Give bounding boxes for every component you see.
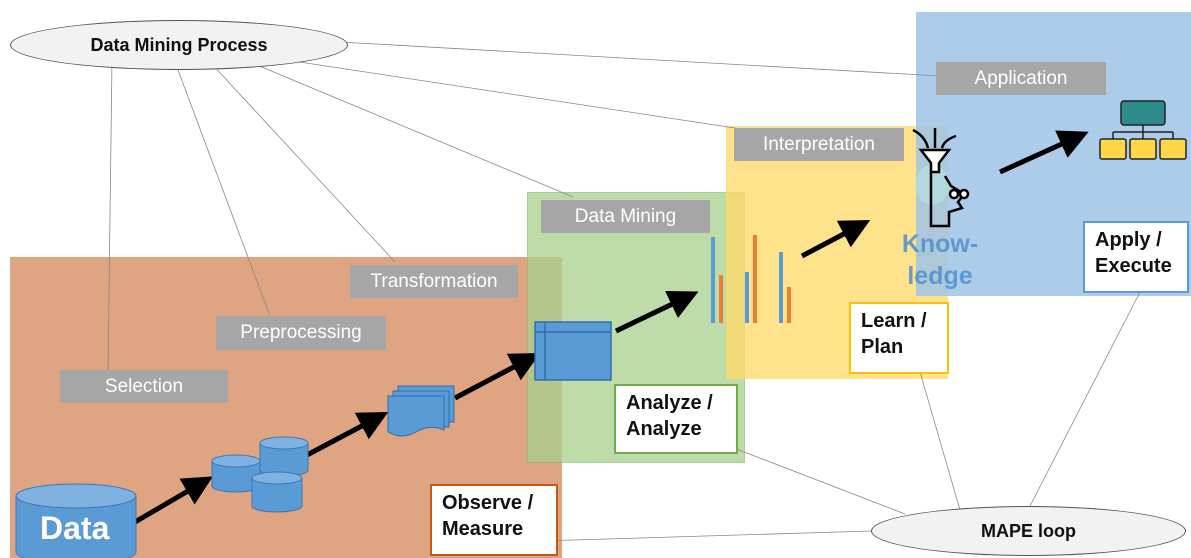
selected-data-cylinders-icon — [211, 436, 309, 513]
arrow-knowledge-to-application — [998, 130, 1089, 175]
data-cylinder-icon — [15, 483, 137, 558]
mape-learn-line1: Learn / — [861, 310, 927, 332]
line-process-transformation — [209, 61, 396, 263]
arrow-patterns-to-knowledge — [800, 220, 871, 259]
mape-analyze-box: Analyze / Analyze — [614, 384, 738, 454]
line-process-selection — [107, 59, 113, 374]
line-process-preprocessing — [174, 61, 271, 317]
arrow-data-to-selection — [133, 476, 213, 525]
mape-apply-line2: Execute — [1095, 255, 1172, 277]
stage-preprocessing-label: Preprocessing — [216, 316, 386, 350]
mape-observe-line2: Measure — [442, 518, 524, 540]
stage-application-label: Application — [936, 62, 1106, 95]
line-process-interpretation — [259, 55, 749, 131]
knowledge-label-line2: ledge — [907, 262, 973, 290]
line-loop-learn — [919, 371, 961, 511]
arrow-transformed-to-patterns — [614, 290, 699, 334]
data-mining-process-ellipse: Data Mining Process — [10, 20, 348, 70]
line-process-application — [339, 41, 941, 77]
mape-apply-line1: Apply / — [1095, 229, 1162, 251]
arrow-selection-to-preprocessed — [305, 411, 389, 458]
data-label: Data — [40, 510, 110, 546]
pattern-bars-icon — [711, 235, 791, 323]
mape-learn-line2: Plan — [861, 336, 904, 358]
mape-learn-box: Learn / Plan — [849, 302, 949, 374]
mape-apply-box: Apply / Execute — [1083, 221, 1189, 293]
hierarchy-icon — [1099, 100, 1187, 160]
stage-datamining-label: Data Mining — [541, 200, 710, 233]
mape-observe-line1: Observe / — [442, 492, 534, 514]
line-loop-apply — [1029, 291, 1141, 507]
mape-analyze-line2: Analyze — [626, 418, 702, 440]
preprocessed-documents-icon — [387, 385, 455, 437]
mape-loop-ellipse: MAPE loop — [871, 506, 1186, 556]
line-process-datamining — [244, 59, 574, 198]
mape-analyze-line1: Analyze / — [626, 392, 713, 414]
transformed-data-icon — [534, 321, 612, 381]
knowledge-label: Know- ledge — [895, 228, 985, 292]
knowledge-label-line1: Know- — [901, 230, 979, 258]
mape-observe-box: Observe / Measure — [430, 484, 558, 556]
line-loop-analyze — [707, 437, 906, 515]
stage-transformation-label: Transformation — [350, 265, 518, 298]
stage-interpretation-label: Interpretation — [734, 128, 904, 161]
line-loop-observe — [539, 530, 873, 542]
stage-selection-label: Selection — [60, 370, 228, 403]
arrow-preprocessed-to-transformed — [453, 352, 541, 401]
knowledge-head-icon — [912, 128, 970, 228]
